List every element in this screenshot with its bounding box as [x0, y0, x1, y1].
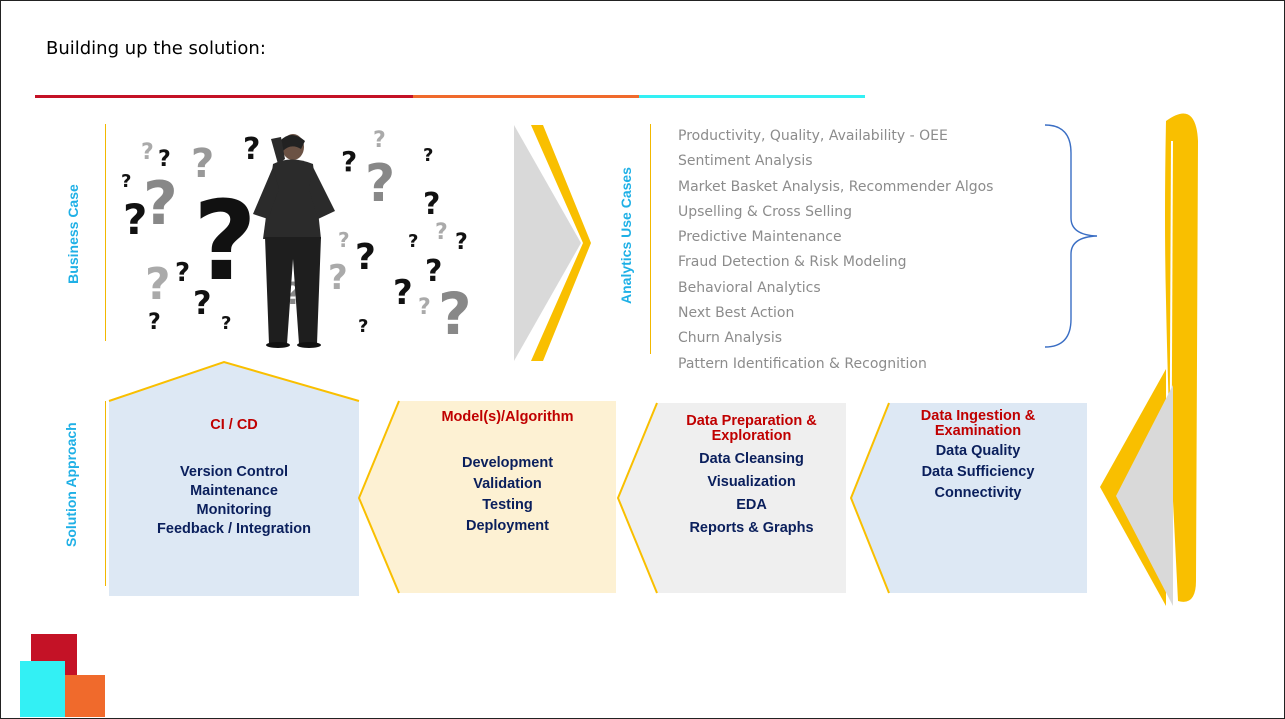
list-item: Market Basket Analysis, Recommender Algo… — [678, 178, 994, 195]
list-item: Sentiment Analysis — [678, 153, 813, 170]
question-mark-icon: ? — [393, 273, 413, 313]
cicd-item: Monitoring — [196, 502, 272, 518]
question-mark-icon: ? — [123, 195, 147, 244]
question-mark-icon: ? — [435, 220, 448, 245]
question-mark-icon: ? — [193, 284, 212, 322]
cicd-box — [109, 362, 359, 596]
model-content: Model(s)/Algorithm Development Validatio… — [399, 410, 616, 537]
prep-box — [618, 403, 846, 593]
ingest-item: Data Sufficiency — [921, 464, 1035, 480]
model-box — [359, 401, 616, 593]
question-mark-icon: ? — [141, 140, 154, 165]
question-mark-icon: ? — [423, 145, 433, 166]
question-mark-icon: ? — [425, 254, 442, 289]
list-item: Fraud Detection & Risk Modeling — [678, 254, 907, 271]
arrow-right-icon — [514, 125, 591, 361]
cicd-item: Version Control — [180, 464, 288, 480]
question-mark-icon: ? — [221, 313, 231, 334]
question-mark-icon: ? — [358, 316, 368, 337]
curly-brace-icon — [1044, 124, 1098, 348]
question-mark-icon: ? — [328, 258, 348, 298]
question-mark-icon: ? — [365, 154, 395, 214]
question-mark-icon: ? — [373, 128, 386, 153]
divider-business-case — [105, 124, 106, 341]
prep-item: Data Cleansing — [699, 451, 804, 467]
ingest-content: Data Ingestion & Examination Data Qualit… — [889, 409, 1067, 504]
list-item: Churn Analysis — [678, 330, 783, 347]
question-mark-icon: ? — [175, 258, 190, 288]
question-mark-icon: ? — [418, 295, 431, 320]
question-mark-icon: ? — [143, 169, 178, 239]
cicd-title: CI / CD — [210, 417, 258, 433]
logo-orange-block — [65, 675, 105, 717]
question-mark-icon: ? — [145, 259, 171, 310]
use-case-list: Productivity, Quality, Availability - OE… — [678, 124, 993, 377]
ingest-item: Connectivity — [934, 485, 1022, 501]
question-mark-icon: ? — [355, 237, 376, 278]
ingest-item: Data Quality — [935, 443, 1021, 459]
question-mark-icon: ? — [158, 147, 171, 172]
cicd-item: Feedback / Integration — [157, 521, 311, 537]
prep-title-line1: Data Preparation & — [686, 413, 817, 429]
question-mark-icon: ? — [408, 231, 418, 252]
logo-cyan-block — [20, 661, 65, 717]
question-mark-icon: ? — [191, 141, 214, 187]
model-item: Testing — [482, 497, 533, 513]
question-mark-icon: ? — [243, 132, 260, 167]
list-item: Productivity, Quality, Availability - OE… — [678, 128, 948, 144]
ingest-title-line2: Examination — [934, 423, 1022, 439]
model-item: Development — [461, 455, 554, 471]
divider-solution-approach — [105, 401, 106, 586]
rule-cyan — [639, 95, 865, 98]
ingest-title-line1: Data Ingestion & — [920, 408, 1036, 424]
return-arrow-icon — [1100, 113, 1198, 606]
list-item: Upselling & Cross Selling — [678, 203, 853, 220]
prep-item: Reports & Graphs — [689, 520, 814, 536]
prep-content: Data Preparation & Exploration Data Clea… — [657, 414, 846, 540]
business-case-illustration: ? ? ? ? ? ? ? ? ? ? ? ? ? ? ? ? ? ? ? ? … — [121, 128, 472, 348]
businessman-figure — [253, 134, 335, 348]
list-item: Next Best Action — [678, 305, 795, 322]
divider-use-cases — [650, 124, 651, 354]
list-item: Predictive Maintenance — [678, 229, 842, 246]
prep-item: EDA — [736, 497, 767, 513]
question-mark-icon: ? — [148, 310, 161, 335]
model-item: Deployment — [466, 518, 549, 534]
question-mark-icon: ? — [193, 177, 257, 305]
model-item: Validation — [473, 476, 542, 492]
rule-orange — [413, 95, 639, 98]
question-mark-icon: ? — [338, 228, 350, 252]
cicd-item: Maintenance — [190, 483, 278, 499]
list-item: Pattern Identification & Recognition — [678, 355, 927, 372]
question-mark-icon: ? — [341, 145, 357, 178]
slide-title: Building up the solution: — [46, 38, 266, 59]
question-mark-icon: ? — [121, 171, 131, 192]
question-mark-icon: ? — [438, 280, 472, 348]
rule-red — [35, 95, 413, 98]
list-item: Behavioral Analytics — [678, 279, 821, 296]
question-mark-icon: ? — [455, 230, 468, 255]
question-mark-icon: ? — [423, 187, 440, 222]
cicd-content: CI / CD Version Control Maintenance Moni… — [109, 415, 359, 539]
model-title: Model(s)/Algorithm — [441, 409, 574, 425]
prep-title-line2: Exploration — [711, 428, 792, 444]
ingest-box — [851, 403, 1087, 593]
prep-item: Visualization — [707, 474, 796, 490]
